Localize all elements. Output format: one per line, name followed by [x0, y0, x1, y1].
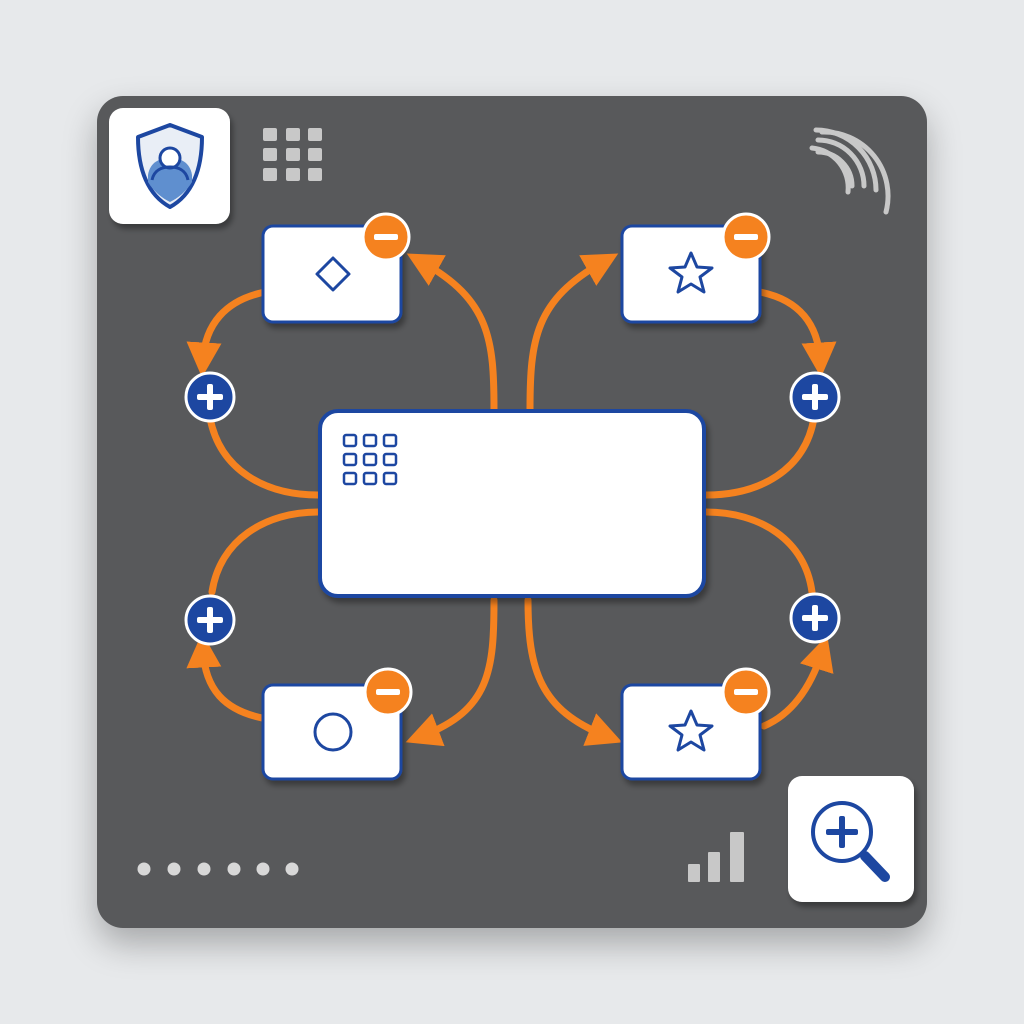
connector-add-to-center-left-upper [206, 414, 322, 499]
connector-add-to-bottom-left [186, 632, 266, 722]
add-button-left-lower[interactable] [184, 594, 236, 646]
page-dot[interactable] [285, 862, 299, 876]
grid-icon [342, 433, 398, 486]
minus-icon [374, 234, 398, 240]
connectors [186, 253, 837, 747]
page-dot[interactable] [227, 862, 241, 876]
wifi-signal-icon [809, 127, 891, 215]
add-button-right-lower[interactable] [789, 592, 841, 644]
center-node[interactable] [318, 409, 706, 598]
grid-icon [263, 128, 322, 181]
page-dot[interactable] [167, 862, 181, 876]
connector-top-left-to-add [186, 288, 269, 378]
add-button-right-upper[interactable] [789, 371, 841, 423]
minus-icon [734, 234, 758, 240]
connector-center-to-bottom-left [405, 596, 498, 747]
connector-add-to-center-right-upper [702, 414, 818, 499]
pagination-dots[interactable] [137, 862, 299, 876]
plus-icon [197, 384, 223, 410]
minus-icon [734, 689, 758, 695]
plus-icon [197, 607, 223, 633]
connector-center-to-top-left [406, 253, 498, 414]
plus-icon [802, 384, 828, 410]
node-bottom-left[interactable] [261, 683, 403, 781]
plus-icon [802, 605, 828, 631]
zoom-in-icon [811, 801, 890, 882]
node-bottom-right[interactable] [620, 683, 762, 781]
connector-top-right-to-add [756, 288, 837, 378]
connector-bottom-right-to-add [760, 635, 834, 730]
remove-button-top-right[interactable] [721, 212, 771, 262]
connector-center-left-lower-to-add [208, 508, 322, 596]
zoom-in-button[interactable] [788, 776, 914, 902]
connector-center-right-lower-to-add [702, 508, 816, 596]
page-dot[interactable] [197, 862, 211, 876]
star-icon [668, 251, 714, 294]
connector-center-to-top-right [526, 253, 619, 414]
remove-button-bottom-left[interactable] [363, 667, 413, 717]
add-button-left-upper[interactable] [184, 371, 236, 423]
remove-button-bottom-right[interactable] [721, 667, 771, 717]
signal-bars-icon [688, 832, 744, 882]
page-dot[interactable] [137, 862, 151, 876]
star-icon [668, 709, 714, 752]
remove-button-top-left[interactable] [361, 212, 411, 262]
minus-icon [376, 689, 400, 695]
shield-badge[interactable] [109, 108, 230, 224]
page-dot[interactable] [256, 862, 270, 876]
connector-center-to-bottom-right [524, 596, 623, 746]
shield-user-icon [136, 123, 204, 209]
diamond-icon [315, 256, 351, 292]
circle-icon [313, 712, 353, 752]
